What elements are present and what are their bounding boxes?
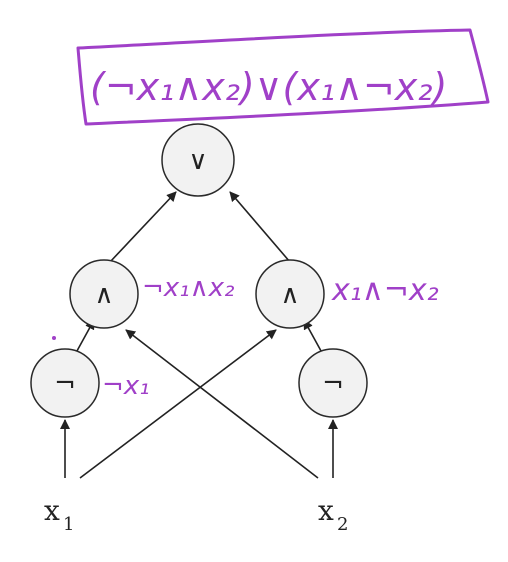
not-left-note: ¬x₁ xyxy=(102,371,150,401)
edge-x1-to-and-right xyxy=(79,329,277,479)
x1-subscript: 1 xyxy=(63,514,74,535)
formula-text: (¬x₁∧x₂)∨(x₁∧¬x₂) xyxy=(90,65,447,109)
and-left-symbol: ∧ xyxy=(94,280,113,310)
ink-dot xyxy=(52,336,56,340)
edge-and-left-to-or xyxy=(109,191,177,263)
and-right-symbol: ∧ xyxy=(280,280,299,310)
or-node: ∨ xyxy=(161,123,235,197)
edges xyxy=(60,191,338,479)
edge-and-right-to-or xyxy=(229,191,291,263)
and-node-left: ∧ xyxy=(69,259,139,329)
formula-annotation: (¬x₁∧x₂)∨(x₁∧¬x₂) xyxy=(76,28,490,126)
x2-label: x xyxy=(318,494,334,527)
edge-x2-to-and-left xyxy=(125,329,319,479)
and-node-right: ∧ xyxy=(255,259,325,329)
not-node-left: ¬ xyxy=(30,348,100,418)
input-x1: x 1 xyxy=(44,494,74,535)
not-node-right: ¬ xyxy=(298,348,368,418)
and-left-note: ¬x₁∧x₂ xyxy=(142,273,234,303)
annotation-box xyxy=(76,28,490,126)
input-x2: x 2 xyxy=(318,494,348,535)
not-right-symbol: ¬ xyxy=(322,369,344,399)
or-symbol: ∨ xyxy=(188,146,207,176)
x2-subscript: 2 xyxy=(337,514,348,535)
and-right-note: x₁∧¬x₂ xyxy=(331,273,439,308)
x1-label: x xyxy=(44,494,60,527)
not-left-symbol: ¬ xyxy=(54,369,76,399)
